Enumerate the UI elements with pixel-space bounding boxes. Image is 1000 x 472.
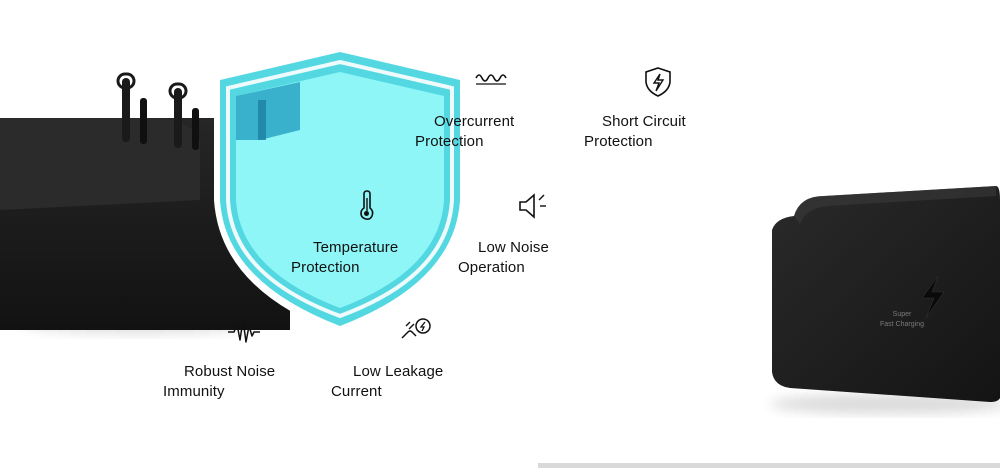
feature-label-line2: Protection: [584, 133, 653, 150]
feature-label-line2: Operation: [458, 259, 525, 276]
feature-label-line1: Temperature: [313, 239, 399, 256]
feature-robust-noise: Robust Noise Immunity: [162, 312, 312, 402]
feature-label-line1: Robust Noise: [184, 363, 276, 380]
sine-wave-icon: [472, 64, 508, 100]
feature-low-noise: Low Noise Operation: [456, 188, 606, 278]
protection-shield: [214, 46, 466, 334]
charger-caption-line1: Super: [892, 311, 912, 318]
lightning-shield-icon: [640, 64, 676, 100]
feature-label-line2: Immunity: [163, 383, 225, 400]
feature-label-line2: Protection: [415, 133, 484, 150]
charger-caption: Super Fast Charging: [862, 310, 942, 330]
feature-label-line2: Current: [331, 383, 382, 400]
waveform-icon: [226, 312, 262, 348]
bottom-divider: [538, 463, 1000, 468]
feature-label-line1: Overcurrent: [434, 113, 515, 130]
feature-label-line2: Protection: [291, 259, 360, 276]
feature-label-line1: Low Leakage: [353, 363, 444, 380]
feature-overcurrent: Overcurrent Protection: [412, 64, 562, 154]
feature-short-circuit: Short Circuit Protection: [582, 64, 732, 154]
feature-temperature: Temperature Protection: [290, 188, 440, 278]
feature-label-line1: Short Circuit: [602, 113, 686, 130]
charger-prongs: [116, 72, 199, 150]
speaker-icon: [514, 188, 550, 224]
thermometer-icon: [348, 188, 384, 224]
hand-plug-icon: [398, 312, 434, 348]
feature-label-line1: Low Noise: [478, 239, 549, 256]
feature-low-leakage: Low Leakage Current: [330, 312, 480, 402]
front-charger: [770, 186, 1000, 414]
charger-caption-line2: Fast Charging: [880, 321, 924, 328]
lightning-bolt-icon: [921, 275, 945, 319]
